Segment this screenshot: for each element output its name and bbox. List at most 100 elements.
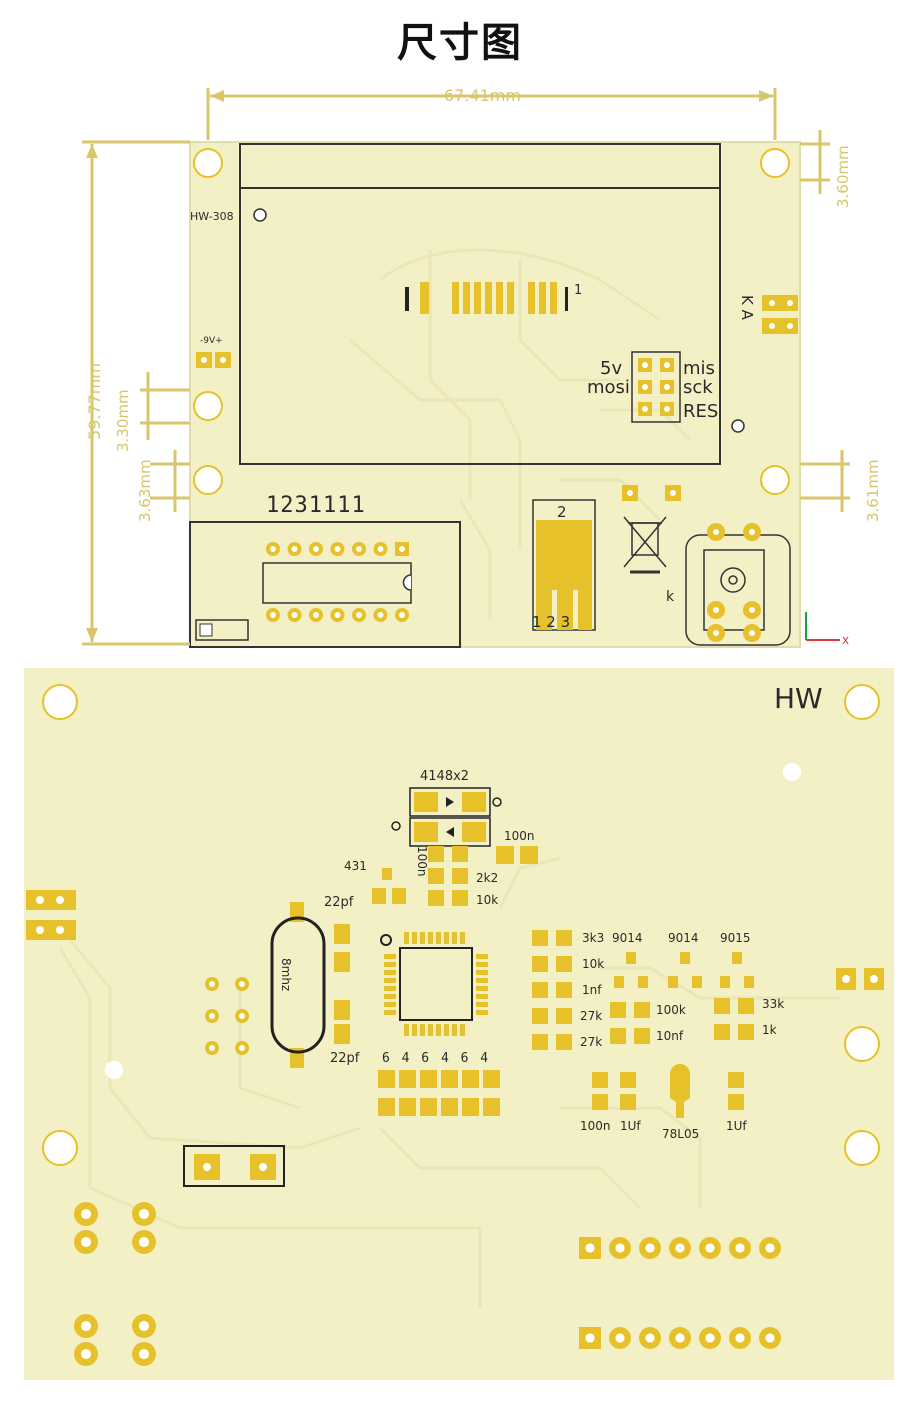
mcu-pad (384, 970, 396, 975)
pad (266, 608, 280, 622)
bottom-view-board: HW 8mhz 22pf 22pf 4148x2 (24, 668, 894, 1380)
small-hole (783, 763, 801, 781)
pad (639, 1237, 661, 1259)
pad (699, 1237, 721, 1259)
pad (759, 1237, 781, 1259)
mounting-hole (193, 465, 223, 495)
pad (287, 608, 302, 622)
spi-mosi-label: mosi (587, 377, 630, 398)
mcu-pad (444, 1024, 449, 1036)
transistor-top-label: 2 (557, 503, 567, 521)
pad (287, 542, 302, 556)
pad (330, 608, 345, 622)
mcu-pad (444, 932, 449, 944)
pad (205, 1041, 219, 1055)
transistor-bottom-label: 1 2 3 (532, 613, 570, 631)
mcu-pad (384, 986, 396, 991)
pad (399, 1098, 416, 1116)
dim-right-top-label: 3.60mm (834, 145, 852, 208)
mounting-hole (42, 684, 78, 720)
r431-pads (372, 868, 406, 904)
mounting-hole (760, 465, 790, 495)
mcu-pad (476, 1010, 488, 1015)
cap-22pf-pads (334, 924, 350, 1044)
r100k-label: 100k (656, 1003, 686, 1017)
k-label: k (666, 589, 675, 605)
regulator-area-pads (592, 1064, 744, 1118)
transistor-pads (614, 952, 754, 988)
pad (352, 542, 366, 556)
q9015-label: 9015 (720, 931, 751, 945)
pad (399, 1070, 416, 1088)
q9014-b-label: 9014 (668, 931, 699, 945)
pad (639, 1327, 661, 1349)
spi-sck-label: sck (683, 377, 713, 398)
pad (669, 1237, 691, 1259)
socket-pins-bottom (266, 608, 409, 622)
bottom-mounting-holes (42, 684, 880, 1166)
spi-header-box (631, 351, 681, 423)
small-hole (253, 208, 267, 222)
axis-indicator: x (805, 612, 849, 647)
pad (330, 542, 345, 556)
mcu-pad (476, 954, 488, 959)
pad (132, 1230, 156, 1254)
ka-label: K A (738, 295, 756, 321)
pad (609, 1327, 631, 1349)
c100n-a-label: 100n (504, 829, 535, 843)
mcu-pad (384, 962, 396, 967)
page-title: 尺寸图 (397, 20, 523, 66)
left-header-pads (26, 890, 76, 940)
pad (395, 608, 409, 622)
dimension-lines (82, 88, 850, 646)
c100n-b-label: 100n (415, 846, 429, 877)
small-hole (731, 419, 745, 433)
mcu-pad (420, 1024, 425, 1036)
pin-numbers-label: 6 4 6 4 6 4 (382, 1051, 490, 1066)
small-component (195, 619, 249, 641)
mounting-hole (193, 148, 223, 178)
pad (729, 1237, 751, 1259)
reg-label: 78L05 (662, 1127, 699, 1141)
r2k2-label: 2k2 (476, 871, 498, 885)
mounting-hole (193, 391, 223, 421)
pad (373, 542, 388, 556)
mounting-hole (844, 1026, 880, 1062)
diode-label: 4148x2 (420, 769, 469, 784)
dim-width-label: 67.41mm (444, 86, 521, 105)
mcu-pad (476, 986, 488, 991)
pad (395, 542, 409, 556)
axis-x-label: x (842, 633, 849, 647)
pin-number-pad-block (378, 1070, 500, 1116)
q9014-a-label: 9014 (612, 931, 643, 945)
pad (74, 1230, 98, 1254)
weee-bin-icon (623, 516, 667, 574)
mounting-hole (844, 1130, 880, 1166)
mcu-pad (384, 1002, 396, 1007)
c1uf-a-label: 1Uf (620, 1119, 641, 1133)
board-name-label: HW-308 (190, 210, 234, 223)
diode-pads (391, 787, 502, 847)
switch-pads (74, 1202, 156, 1366)
top-view-board: 1 HW-308 -9V+ K A 5v mosi mis sck RES 12… (82, 86, 882, 648)
socket-pins-top (266, 542, 409, 556)
pad (462, 1070, 479, 1088)
mcu-pad (460, 932, 465, 944)
mcu-pad (384, 994, 396, 999)
r1k-label: 1k (762, 1023, 777, 1037)
pad (373, 608, 388, 622)
mcu-pad (412, 1024, 417, 1036)
pad (729, 1327, 751, 1349)
r3k3-label: 3k3 (582, 931, 604, 945)
r431-label: 431 (344, 859, 367, 873)
small-hole (105, 1061, 123, 1079)
pad (669, 1327, 691, 1349)
pad (759, 1327, 781, 1349)
mcu-pad (476, 994, 488, 999)
socket-area-outline (189, 521, 461, 648)
mcu-pad (476, 978, 488, 983)
mcu-footprint (380, 932, 488, 1036)
c22pf-a-label: 22pf (324, 895, 354, 910)
supply-label: -9V+ (200, 336, 223, 346)
pad (74, 1202, 98, 1226)
